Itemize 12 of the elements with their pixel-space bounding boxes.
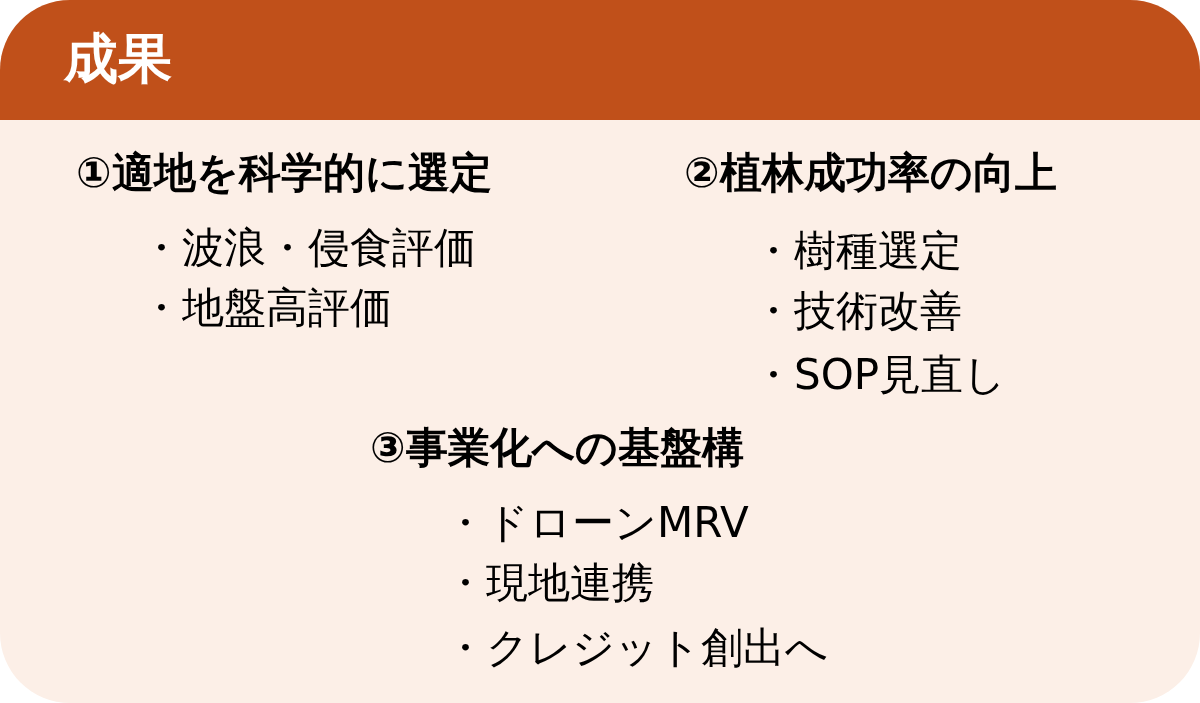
card-title: 成果 [64, 32, 172, 86]
bullet-item: ・地盤高評価 [140, 285, 392, 332]
bullet-item: ・ドローンMRV [444, 500, 749, 547]
section-heading: ③事業化への基盤構 [370, 425, 744, 472]
section-heading: ①適地を科学的に選定 [76, 150, 492, 197]
bullet-item: ・波浪・侵食評価 [140, 225, 476, 272]
bullet-item: ・樹種選定 [752, 228, 962, 275]
bullet-item: ・SOP見直し [752, 352, 1007, 399]
section-heading: ②植林成功率の向上 [684, 150, 1057, 197]
bullet-item: ・クレジット創出へ [444, 625, 828, 672]
bullet-item: ・現地連携 [444, 560, 654, 607]
bullet-item: ・技術改善 [752, 288, 962, 335]
